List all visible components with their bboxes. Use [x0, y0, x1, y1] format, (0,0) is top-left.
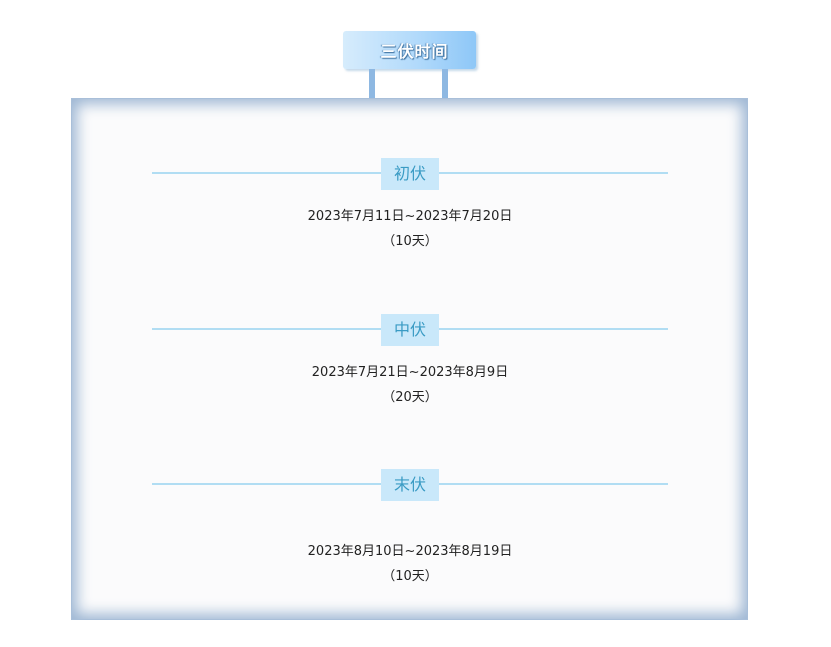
period-days-count: （10天）	[382, 569, 438, 584]
period-section-mofu: 末伏 2023年8月10日~2023年8月19日 （10天）	[152, 469, 668, 586]
signboard-title: 三伏时间	[380, 42, 449, 61]
period-date-range: 2023年7月11日~2023年7月20日	[307, 209, 513, 224]
signboard-post-left	[369, 69, 375, 101]
period-name-label: 末伏	[381, 469, 439, 501]
period-name-label: 初伏	[381, 158, 439, 190]
section-divider: 末伏	[152, 469, 668, 503]
period-days-count: （10天）	[382, 234, 438, 249]
section-divider: 中伏	[152, 314, 668, 348]
period-date-range: 2023年7月21日~2023年8月9日	[311, 365, 509, 380]
section-divider: 初伏	[152, 158, 668, 192]
signboard: 三伏时间	[343, 31, 476, 69]
period-name-label: 中伏	[381, 314, 439, 346]
signboard-post-right	[442, 69, 448, 101]
period-section-zhongfu: 中伏 2023年7月21日~2023年8月9日 （20天）	[152, 314, 668, 407]
period-days-count: （20天）	[382, 390, 438, 405]
period-section-chufu: 初伏 2023年7月11日~2023年7月20日 （10天）	[152, 158, 668, 251]
info-board: 初伏 2023年7月11日~2023年7月20日 （10天） 中伏 2023年7…	[71, 98, 748, 620]
period-date-range: 2023年8月10日~2023年8月19日	[307, 544, 513, 559]
